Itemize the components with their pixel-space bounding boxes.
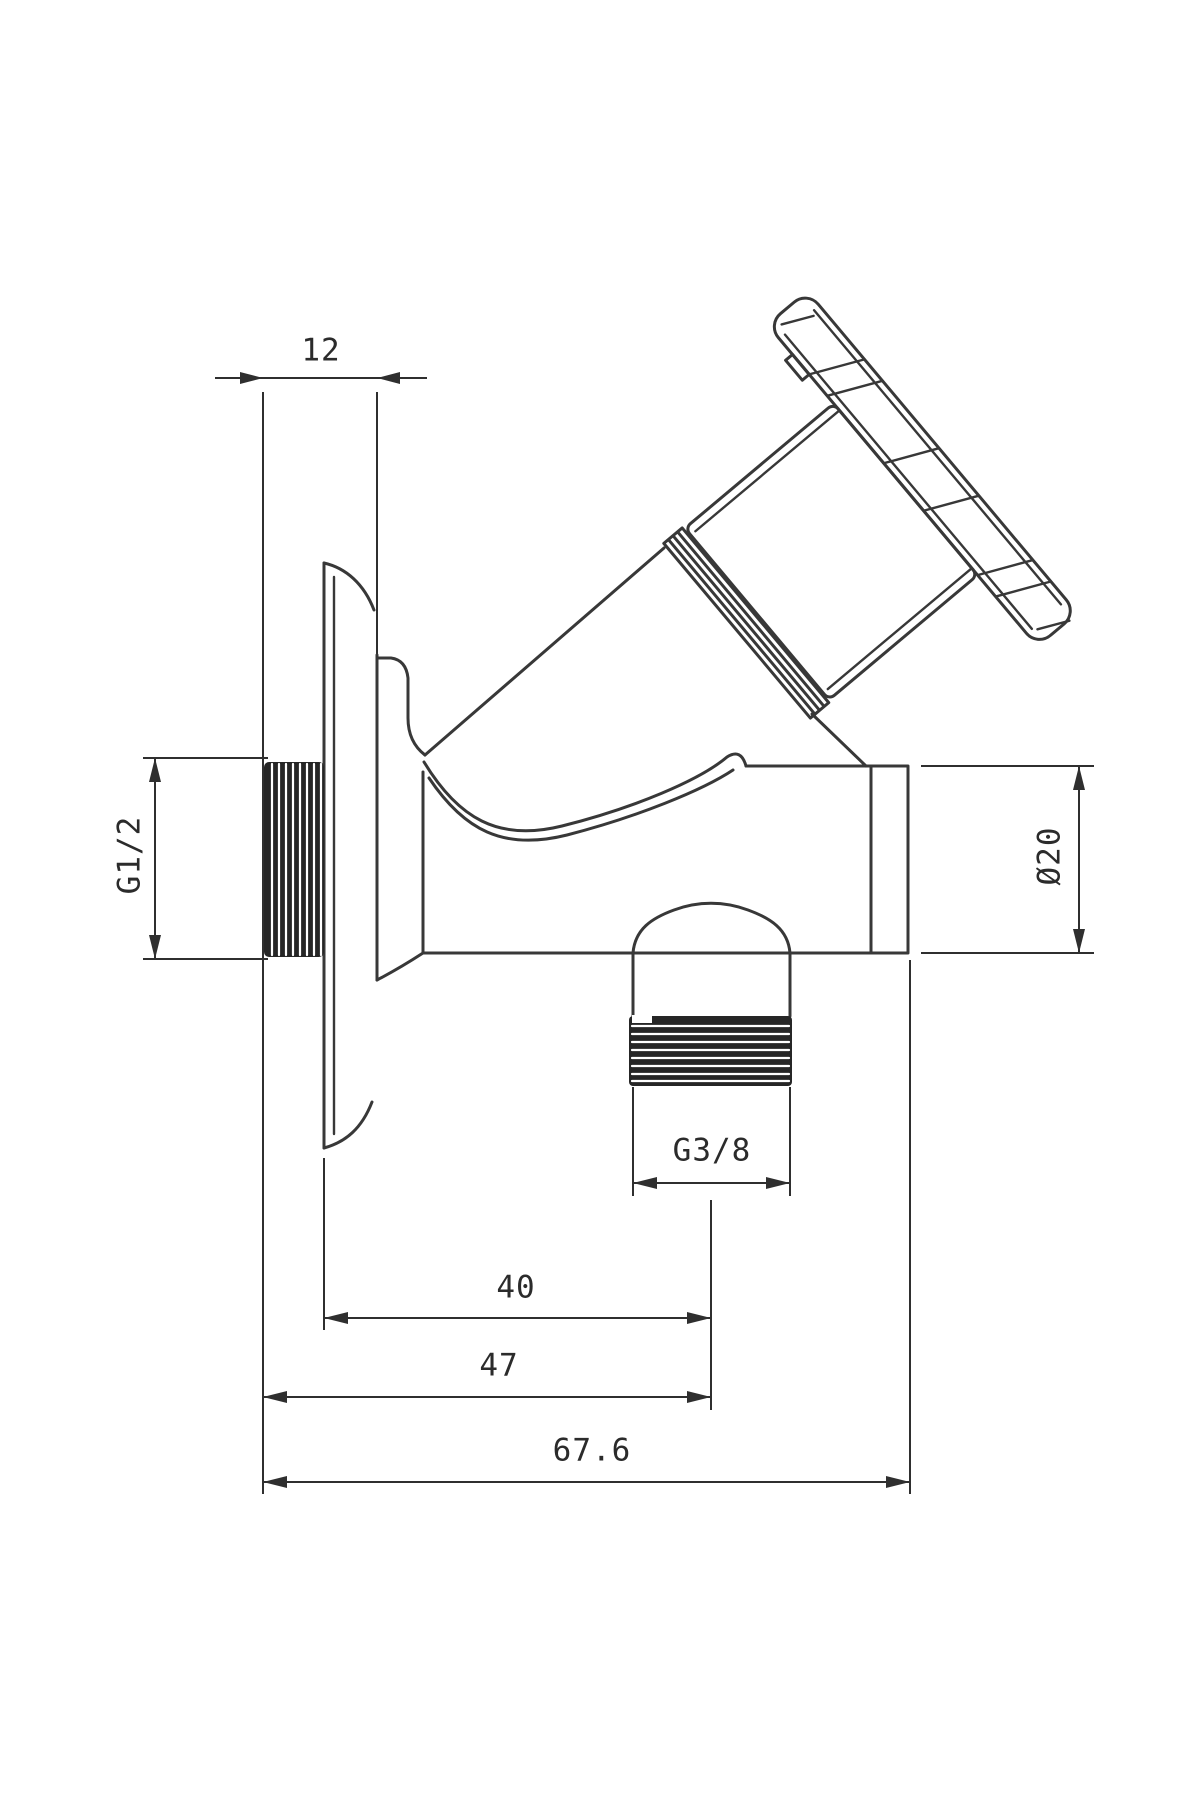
arrowhead <box>687 1391 711 1403</box>
dim-label-bottom-thread: G3/8 <box>672 1132 752 1169</box>
stem-step <box>784 352 811 382</box>
dim-label-40: 40 <box>496 1269 536 1306</box>
dim-47 <box>263 1391 711 1403</box>
arrowhead <box>1073 766 1085 790</box>
wall-flange <box>322 561 376 1150</box>
arrowhead <box>1073 929 1085 953</box>
dim-label-47: 47 <box>479 1347 519 1384</box>
arrowhead <box>633 1177 657 1189</box>
arrowhead <box>149 758 161 782</box>
arrowhead <box>766 1177 790 1189</box>
dim-label-flange-depth: 12 <box>301 332 341 369</box>
outlet-pipe <box>421 764 910 955</box>
inlet-thread <box>264 762 324 957</box>
hub <box>375 653 427 982</box>
arrowhead <box>886 1476 910 1488</box>
body-cone <box>422 546 868 842</box>
bottom-outlet <box>631 901 792 1018</box>
dim-outlet-diameter <box>921 765 1094 954</box>
handle-assembly <box>662 296 1072 720</box>
thread-chamfer <box>632 1015 652 1023</box>
dimension-annotations <box>143 372 1094 1494</box>
valve-outline <box>264 296 1072 1150</box>
arrowhead <box>687 1312 711 1324</box>
dim-flange-depth <box>215 372 427 660</box>
bonnet <box>686 404 977 699</box>
handle-wheel <box>772 296 1072 641</box>
dim-40 <box>323 1158 712 1410</box>
arrowhead <box>324 1312 348 1324</box>
dim-label-outlet-diameter: Ø20 <box>1031 826 1068 886</box>
arrowhead <box>149 935 161 959</box>
dim-bottom-thread <box>632 1087 791 1196</box>
ridge-collar <box>662 526 831 720</box>
dim-label-inlet-thread: G1/2 <box>111 815 148 895</box>
arrowhead <box>377 372 400 384</box>
arrowhead <box>263 1391 287 1403</box>
arrowhead <box>263 1476 287 1488</box>
bottom-thread <box>629 1015 792 1086</box>
arrowhead <box>240 372 263 384</box>
dim-overall <box>263 960 911 1494</box>
dim-inlet-thread <box>143 757 268 960</box>
dim-label-overall: 67.6 <box>552 1432 632 1469</box>
